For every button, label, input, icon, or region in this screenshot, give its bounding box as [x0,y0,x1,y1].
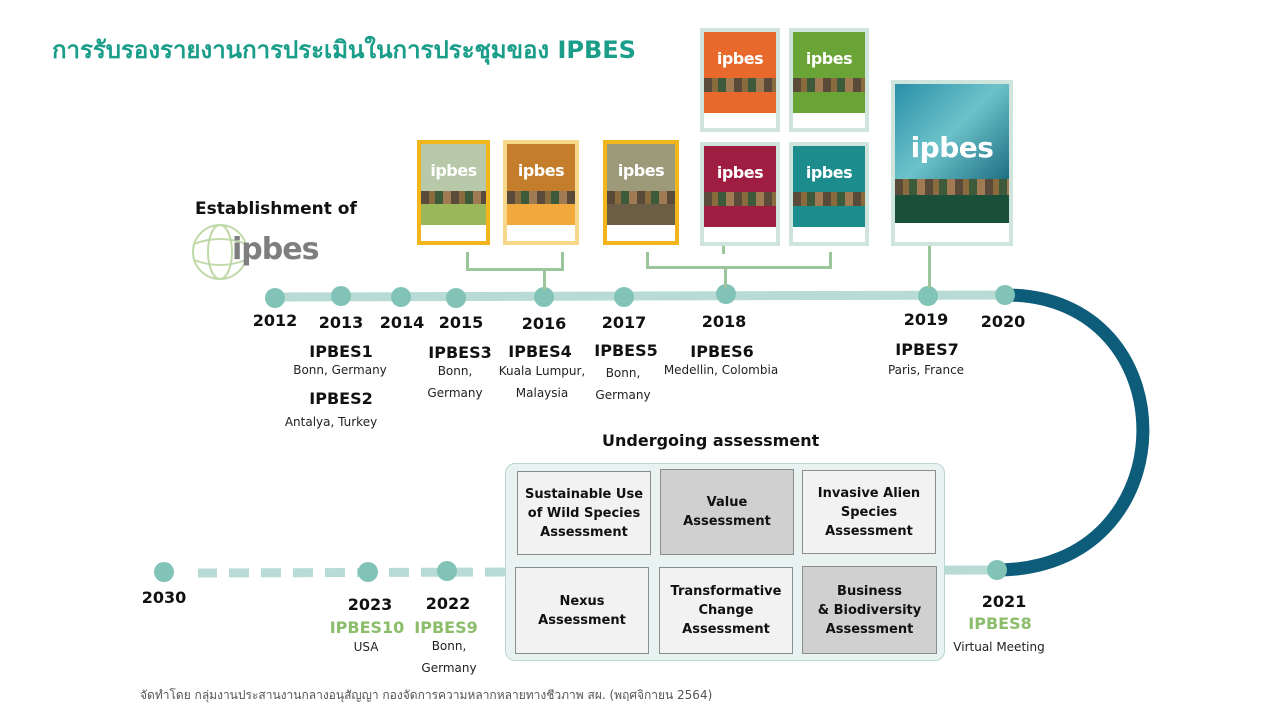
meeting-location: Bonn, Germany [421,639,477,675]
establishment-label: Establishment of [195,199,357,219]
connector-2019 [928,246,931,288]
meeting-ipbes9: IPBES9 [414,618,478,637]
meeting-ipbes2: IPBES2 [309,389,373,408]
meeting-ipbes7: IPBES7 [895,340,959,359]
cover-brand: ipbes [716,49,764,69]
assessment-box-sustainable-use: Sustainable Use of Wild Species Assessme… [517,471,651,555]
ipbes-logo-text: ipbes [232,232,319,267]
report-cover-pollinators: ipbes [417,140,490,245]
assessment-box-invasive-alien-species: Invasive Alien Species Assessment [802,470,936,554]
timeline-curve [996,288,1150,577]
report-cover-global-assessment: ipbes [891,80,1013,246]
connector-center-2018 [722,246,725,254]
node-2016 [534,287,554,307]
cover-brand: ipbes [430,161,477,181]
report-cover-europe-central-asia: ipbes [700,142,780,246]
bracket-ipbes4-reports [466,252,564,271]
cover-brand: ipbes [805,163,853,183]
assessment-box-business-biodiversity: Business & Biodiversity Assessment [802,566,937,654]
assessment-box-nexus: Nexus Assessment [515,567,649,654]
connector-2016 [543,270,546,290]
report-cover-africa: ipbes [700,28,780,132]
meeting-ipbes5: IPBES5 [594,341,658,360]
meeting-location: Kuala Lumpur, Malaysia [498,364,586,400]
undergoing-assessment-title: Undergoing assessment [602,431,820,450]
year-label: 2013 [318,313,364,332]
year-label: 2020 [980,312,1026,331]
node-2020 [995,285,1015,305]
report-cover-asia-pacific: ipbes [789,142,869,246]
node-2015 [446,288,466,308]
year-label: 2014 [379,313,425,332]
meeting-ipbes3: IPBES3 [428,343,492,362]
node-2019 [918,286,938,306]
report-cover-americas: ipbes [789,28,869,132]
node-2017 [614,287,634,307]
node-2021 [987,560,1007,580]
year-label: 2016 [521,314,567,333]
node-2030 [154,562,174,582]
node-2014 [391,287,411,307]
meeting-ipbes6: IPBES6 [690,342,754,361]
meeting-ipbes10: IPBES10 [329,618,405,637]
cover-brand: ipbes [910,131,994,165]
meeting-location: Virtual Meeting [953,640,1045,654]
meeting-location: Antalya, Turkey [284,415,378,429]
year-label: 2017 [601,313,647,332]
assessment-box-transformative-change: Transformative Change Assessment [659,567,793,654]
assessment-box-value: Value Assessment [660,469,794,555]
year-label: 2022 [425,594,471,613]
year-label: 2030 [141,588,187,607]
meeting-ipbes8: IPBES8 [968,614,1032,633]
node-2023 [358,562,378,582]
cover-brand: ipbes [805,49,853,69]
meeting-location: Bonn, Germany [293,363,387,377]
timeline-future-dashed [197,567,506,578]
cover-brand: ipbes [517,161,565,181]
report-cover-land-degradation: ipbes [603,140,679,245]
year-label: 2012 [252,311,298,330]
year-label: 2018 [701,312,747,331]
meeting-ipbes1: IPBES1 [309,342,373,361]
ipbes-logo: ipbes [190,222,320,282]
node-2013 [331,286,351,306]
globe-icon [192,224,248,280]
report-cover-scenarios: ipbes [503,140,579,245]
meeting-location: Medellin, Colombia [663,363,779,377]
year-label: 2021 [981,592,1027,611]
cover-brand: ipbes [617,161,665,181]
year-label: 2023 [347,595,393,614]
connector-2018 [724,268,727,288]
year-label: 2019 [903,310,949,329]
node-2022 [437,561,457,581]
footer-credit: จัดทำโดย กลุ่มงานประสานงานกลางอนุสัญญา ก… [140,688,713,702]
year-label: 2015 [438,313,484,332]
timeline-upper-line [267,290,1011,302]
meeting-ipbes4: IPBES4 [508,342,572,361]
node-2012 [265,288,285,308]
meeting-location: USA [353,640,379,654]
meeting-location: Bonn, Germany [595,366,651,402]
meeting-location: Bonn, Germany [427,364,483,400]
bracket-ipbes6-reports [646,252,832,269]
node-2018 [716,284,736,304]
page-title: การรับรองรายงานการประเมินในการประชุมของ … [52,36,636,64]
cover-brand: ipbes [716,163,764,183]
meeting-location: Paris, France [887,363,965,377]
